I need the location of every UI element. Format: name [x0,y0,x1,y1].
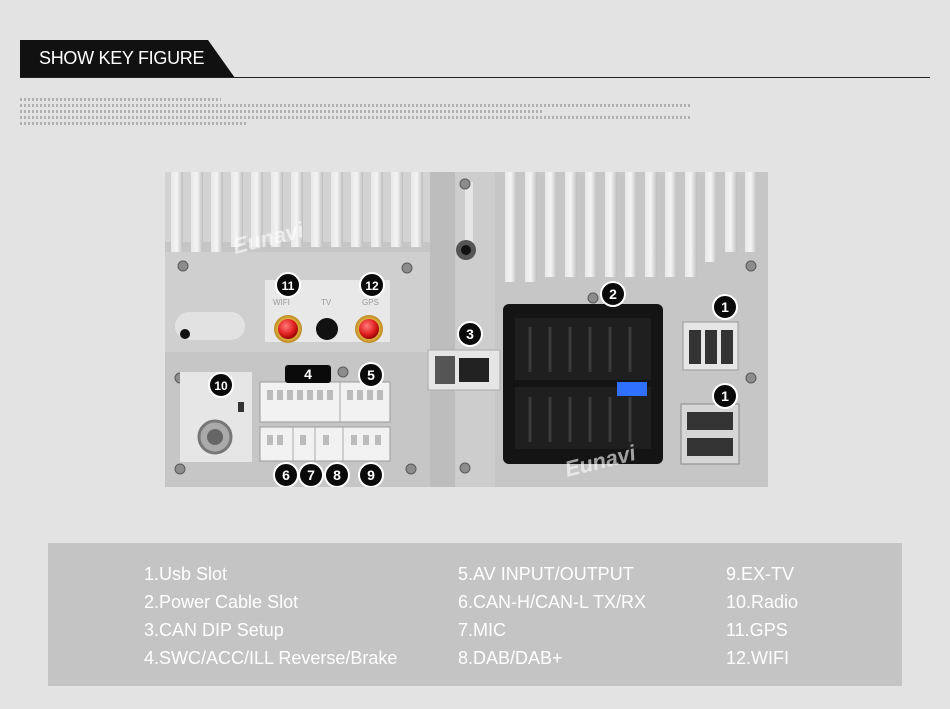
legend-item-radio: 10.Radio [726,592,799,612]
legend-item-dab: 8.DAB/DAB+ [458,648,563,668]
callout-av: 5 [358,362,384,388]
wifi-antenna-port [278,319,298,339]
svg-text:2: 2 [609,286,617,302]
svg-text:9: 9 [367,467,375,483]
gps-antenna-port [359,319,379,339]
device-back-panel-photo: WIFI TV GPS [165,172,768,487]
wifi-port-label: WIFI [273,298,290,307]
svg-text:6: 6 [282,467,290,483]
callout-usb-upper: 1 [712,294,738,320]
svg-text:1: 1 [721,299,729,315]
callout-can: 6 [273,462,299,487]
power-cable-connector [503,304,663,464]
fine-print-text [20,98,690,128]
callout-wifi: 12 [359,272,385,298]
callout-dab: 8 [324,462,350,487]
legend-item-wifi: 12.WIFI [726,648,790,668]
callout-power-cable: 2 [600,281,626,307]
svg-text:5: 5 [367,367,375,383]
legend-item-mic: 7.MIC [458,620,507,640]
fuse-icon [617,382,647,396]
legend-item-ex-tv: 9.EX-TV [726,564,795,584]
callout-swc: 4 [285,365,331,383]
gps-port-label: GPS [362,298,379,307]
svg-text:1: 1 [721,388,729,404]
callout-gps: 11 [275,272,301,298]
connector-block-lower [259,426,391,462]
callout-mic: 7 [298,462,324,487]
callout-can-dip: 3 [457,321,483,347]
callout-radio: 10 [208,372,234,398]
header-divider [20,77,930,78]
legend-item-power-cable-slot: 2.Power Cable Slot [144,592,299,612]
svg-text:12: 12 [365,279,379,293]
connector-block-upper [259,381,391,423]
header-title: SHOW KEY FIGURE [39,48,205,68]
tv-port-label: TV [321,298,332,307]
svg-text:3: 3 [466,326,474,342]
legend-item-can-h-can-l: 6.CAN-H/CAN-L TX/RX [458,592,647,612]
svg-text:11: 11 [282,279,295,293]
legend-item-usb-slot: 1.Usb Slot [144,564,228,584]
callout-ex-tv: 9 [358,462,384,487]
legend-item-gps: 11.GPS [726,620,788,640]
svg-text:8: 8 [333,467,341,483]
heatsink-fins-top [165,172,757,487]
legend-panel: 1.Usb Slot 2.Power Cable Slot 3.CAN DIP … [48,543,902,686]
legend-item-can-dip-setup: 3.CAN DIP Setup [144,620,284,640]
tv-antenna-port [316,318,338,340]
svg-text:10: 10 [214,379,228,393]
callout-usb-lower: 1 [712,383,738,409]
legend-item-av-input-output: 5.AV INPUT/OUTPUT [458,564,634,584]
svg-text:4: 4 [304,366,312,382]
header-banner [20,40,235,78]
svg-text:7: 7 [307,467,315,483]
legend-item-swc-acc-ill: 4.SWC/ACC/ILL Reverse/Brake [144,648,398,668]
